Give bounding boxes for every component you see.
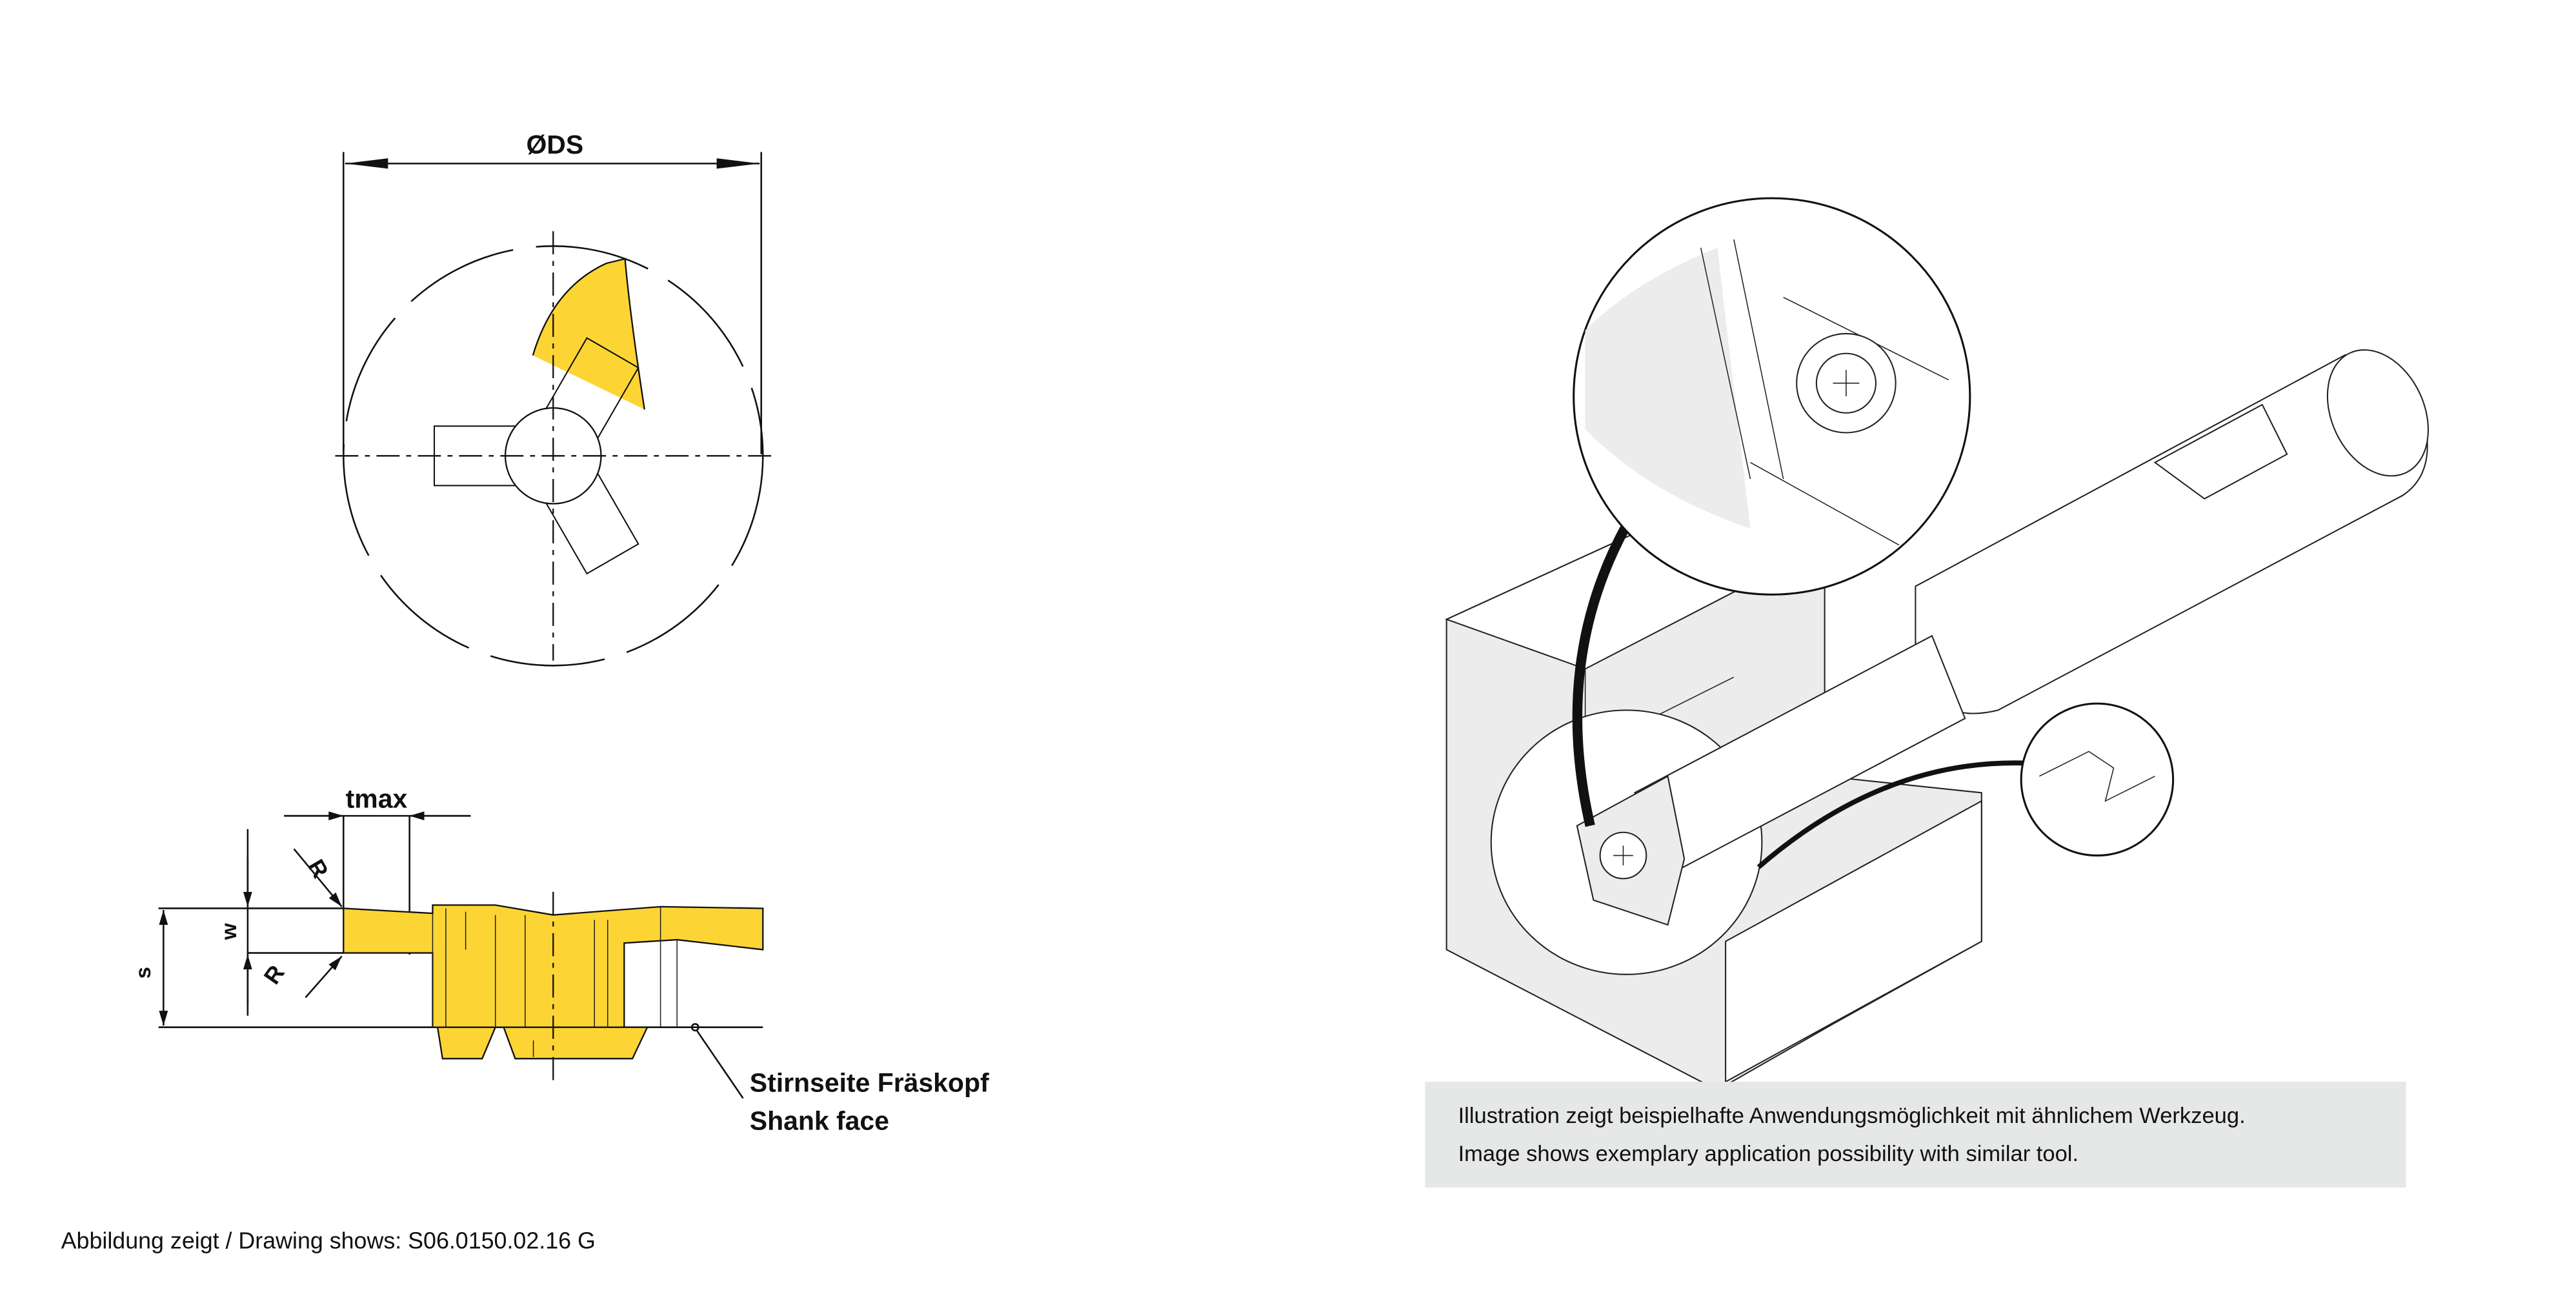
s-label: s bbox=[132, 967, 156, 979]
insert-body-top bbox=[532, 258, 645, 410]
caption-box bbox=[1425, 1082, 2406, 1188]
radius-label-bottom: R bbox=[259, 960, 290, 989]
insert-lugs bbox=[436, 1026, 649, 1060]
detail-leader-right bbox=[1756, 760, 2023, 869]
shank-face-label-de: Stirnseite Fräskopf bbox=[750, 1068, 989, 1098]
radius-leader-top bbox=[293, 848, 343, 907]
application-illustration: Illustration zeigt beispielhafte Anwendu… bbox=[1425, 197, 2429, 1188]
shank-flat bbox=[2153, 403, 2288, 500]
caption-en: Image shows exemplary application possib… bbox=[1458, 1142, 2079, 1166]
insert-top-view: ØDS bbox=[335, 130, 776, 667]
shank-face-leader bbox=[696, 1030, 744, 1099]
shank-face-label-en: Shank face bbox=[750, 1106, 889, 1135]
drawing-footnote: Abbildung zeigt / Drawing shows: S06.015… bbox=[61, 1228, 596, 1254]
caption-de: Illustration zeigt beispielhafte Anwendu… bbox=[1458, 1104, 2246, 1128]
radius-label-top: R bbox=[303, 855, 334, 883]
radius-leader-bottom bbox=[305, 955, 343, 998]
detail-leader-left bbox=[1572, 523, 1631, 827]
tmax-label: tmax bbox=[346, 783, 408, 813]
insert-side-view: tmax w s R R Stirnseite Fräskopf Shank f… bbox=[132, 783, 989, 1135]
diameter-label: ØDS bbox=[526, 130, 583, 159]
w-label: w bbox=[217, 923, 241, 940]
detail-magnifier-groove bbox=[2020, 702, 2175, 857]
